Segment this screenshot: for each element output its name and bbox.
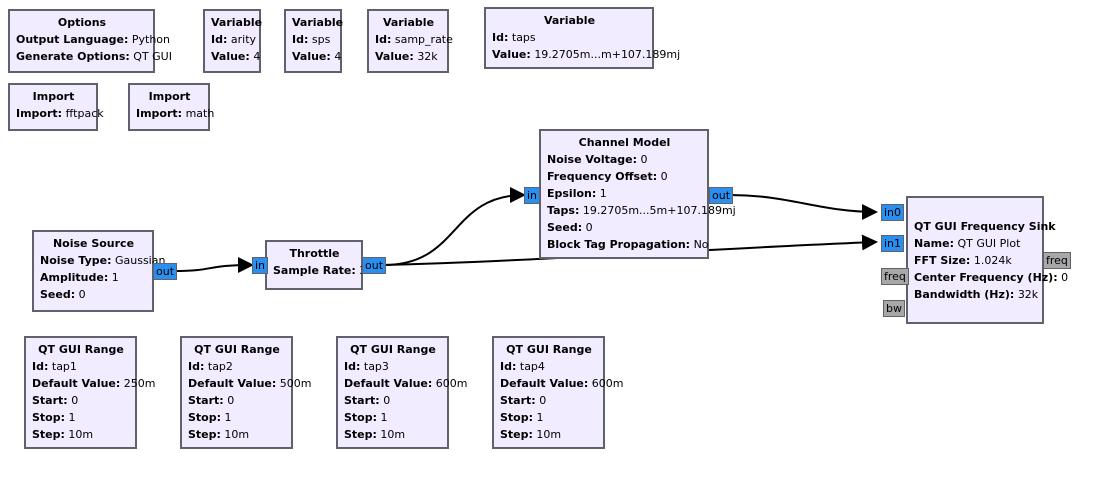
range-tap3-block[interactable]: QT GUI Range Id: tap3 Default Value: 600…: [336, 336, 468, 449]
block-title: Channel Model: [578, 136, 671, 149]
block-title: Import: [148, 90, 191, 103]
freq-sink-block[interactable]: QT GUI Frequency Sink Name: QT GUI Plot …: [906, 196, 1069, 324]
param-output-language: Output Language: Python: [16, 33, 171, 46]
param-start: Start: 0: [344, 394, 391, 407]
param-center-frequency: Center Frequency (Hz): 0: [914, 271, 1069, 284]
channel-model-out-port[interactable]: out: [709, 187, 734, 204]
freq-sink-bw-port[interactable]: bw: [883, 300, 905, 317]
param-id: Id: tap2: [188, 360, 233, 373]
freq-sink-freq-out-port[interactable]: freq: [1043, 252, 1071, 269]
range-tap1-block[interactable]: QT GUI Range Id: tap1 Default Value: 250…: [24, 336, 156, 449]
block-title: QT GUI Range: [506, 343, 592, 356]
param-sample-rate: Sample Rate: 32k: [273, 264, 380, 277]
param-id: Id: samp_rate: [375, 33, 453, 46]
param-seed: Seed: 0: [40, 288, 86, 301]
param-id: Id: tap4: [500, 360, 545, 373]
freq-sink-in1-port[interactable]: in1: [881, 235, 905, 252]
block-title: QT GUI Range: [350, 343, 436, 356]
variable-sps-block[interactable]: Variable Id: sps Value: 4: [284, 9, 344, 73]
options-block[interactable]: Options Output Language: Python Generate…: [8, 9, 172, 73]
variable-samp-rate-block[interactable]: Variable Id: samp_rate Value: 32k: [367, 9, 453, 73]
wire-noise-to-throttle[interactable]: [174, 257, 254, 274]
param-generate-options: Generate Options: QT GUI: [16, 50, 172, 63]
param-step: Step: 10m: [188, 428, 250, 441]
param-stop: Stop: 1: [500, 411, 544, 424]
param-taps: Taps: 19.2705m...5m+107.189mj: [547, 204, 736, 217]
param-start: Start: 0: [32, 394, 79, 407]
freq-sink-in0-port[interactable]: in0: [881, 204, 905, 221]
param-import: Import: math: [136, 107, 215, 120]
variable-arity-block[interactable]: Variable Id: arity Value: 4: [203, 9, 263, 73]
throttle-out-port[interactable]: out: [362, 257, 387, 274]
block-title: Variable: [211, 16, 263, 29]
param-start: Start: 0: [188, 394, 235, 407]
noise-source-block[interactable]: Noise Source Noise Type: Gaussian Amplit…: [32, 230, 166, 312]
block-title: Variable: [382, 16, 435, 29]
freq-sink-freq-in-port[interactable]: freq: [881, 268, 909, 285]
param-default-value: Default Value: 500m: [188, 377, 312, 390]
param-id: Id: taps: [492, 31, 536, 44]
block-title: Options: [57, 16, 107, 29]
throttle-block[interactable]: Throttle Sample Rate: 32k: [265, 240, 380, 290]
import-math-block[interactable]: Import Import: math: [128, 83, 215, 131]
param-noise-voltage: Noise Voltage: 0: [547, 153, 648, 166]
param-fft-size: FFT Size: 1.024k: [914, 254, 1012, 267]
param-bandwidth: Bandwidth (Hz): 32k: [914, 288, 1039, 301]
wire-throttle-to-channel[interactable]: [383, 187, 526, 266]
param-stop: Stop: 1: [188, 411, 232, 424]
param-default-value: Default Value: 250m: [32, 377, 156, 390]
param-value: Value: 4: [292, 50, 342, 63]
param-default-value: Default Value: 600m: [500, 377, 624, 390]
param-value: Value: 32k: [375, 50, 438, 63]
param-id: Id: sps: [292, 33, 331, 46]
param-import: Import: fftpack: [16, 107, 104, 120]
param-amplitude: Amplitude: 1: [40, 271, 119, 284]
param-value: Value: 4: [211, 50, 261, 63]
param-step: Step: 10m: [344, 428, 406, 441]
block-title: QT GUI Range: [38, 343, 124, 356]
param-frequency-offset: Frequency Offset: 0: [547, 170, 668, 183]
variable-taps-block[interactable]: Variable Id: taps Value: 19.2705m...m+10…: [484, 7, 681, 69]
block-title: Variable: [543, 14, 596, 27]
throttle-in-port[interactable]: in: [252, 257, 269, 274]
param-value: Value: 19.2705m...m+107.189mj: [492, 48, 681, 61]
param-id: Id: tap3: [344, 360, 389, 373]
block-title: Import: [32, 90, 75, 103]
param-id: Id: arity: [211, 33, 257, 46]
param-step: Step: 10m: [32, 428, 94, 441]
import-fftpack-block[interactable]: Import Import: fftpack: [8, 83, 104, 131]
param-block-tag-propagation: Block Tag Propagation: No: [547, 238, 709, 251]
param-step: Step: 10m: [500, 428, 562, 441]
block-title: Noise Source: [52, 237, 135, 250]
range-tap4-block[interactable]: QT GUI Range Id: tap4 Default Value: 600…: [492, 336, 624, 449]
block-title: QT GUI Frequency Sink: [914, 220, 1056, 233]
param-stop: Stop: 1: [344, 411, 388, 424]
channel-model-in-port[interactable]: in: [524, 187, 541, 204]
param-stop: Stop: 1: [32, 411, 76, 424]
wire-channel-to-sink-in0[interactable]: [729, 194, 878, 220]
param-default-value: Default Value: 600m: [344, 377, 468, 390]
block-title: Variable: [292, 16, 344, 29]
param-noise-type: Noise Type: Gaussian: [40, 254, 166, 267]
noise-source-out-port[interactable]: out: [153, 263, 178, 280]
range-tap2-block[interactable]: QT GUI Range Id: tap2 Default Value: 500…: [180, 336, 312, 449]
param-id: Id: tap1: [32, 360, 77, 373]
param-epsilon: Epsilon: 1: [547, 187, 607, 200]
block-title: QT GUI Range: [194, 343, 280, 356]
param-start: Start: 0: [500, 394, 547, 407]
channel-model-block[interactable]: Channel Model Noise Voltage: 0 Frequency…: [539, 129, 736, 259]
block-title: Throttle: [289, 247, 340, 260]
param-name: Name: QT GUI Plot: [914, 237, 1021, 250]
param-seed: Seed: 0: [547, 221, 593, 234]
